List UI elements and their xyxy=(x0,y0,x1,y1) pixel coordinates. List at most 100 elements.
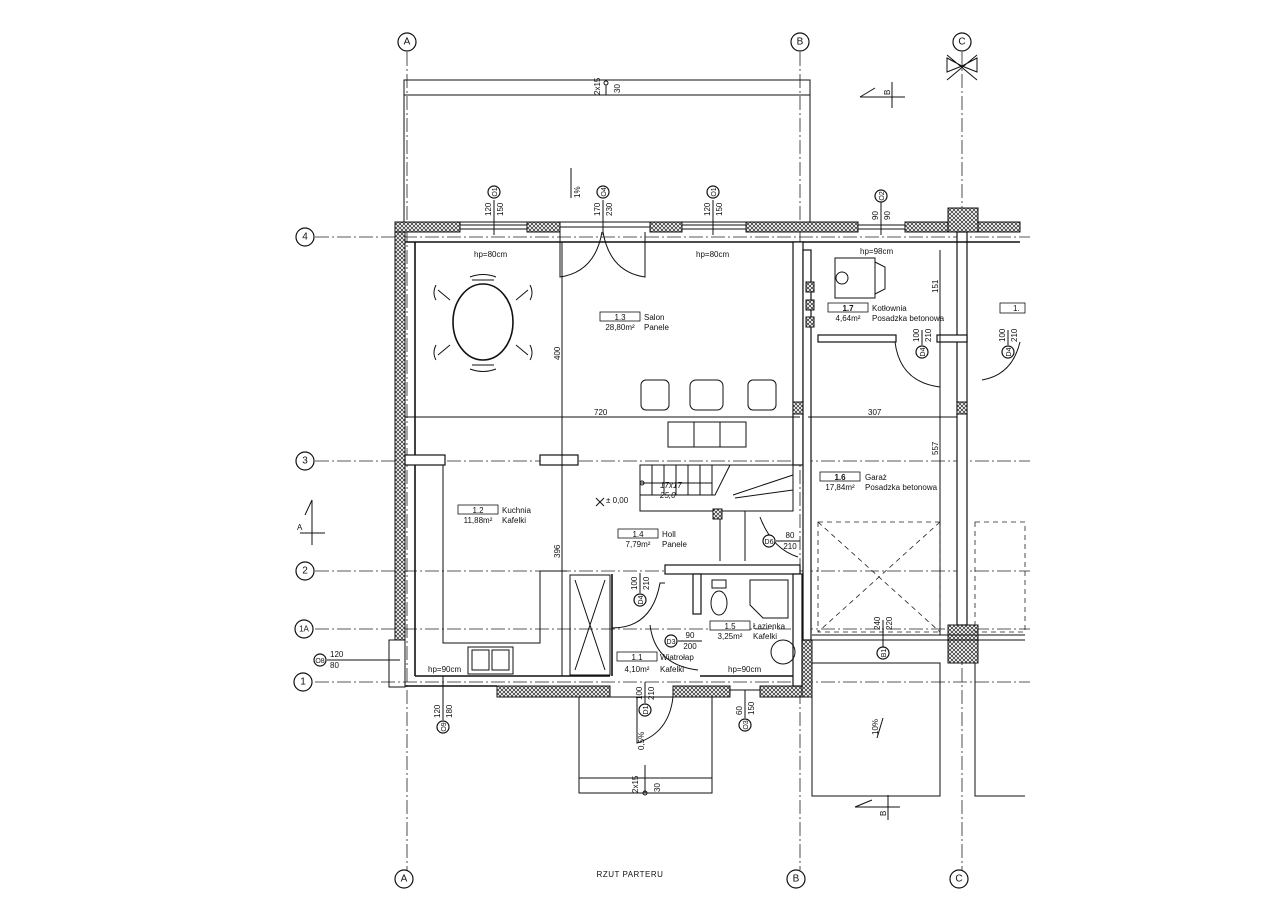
svg-text:4,10m²: 4,10m² xyxy=(625,665,650,674)
svg-text:O2: O2 xyxy=(879,191,886,200)
exterior-walls xyxy=(388,207,1021,698)
svg-text:Panele: Panele xyxy=(644,323,669,332)
room-label-lazienka: 1.5 Łazienka 3,25m² Kafelki xyxy=(709,620,786,641)
opening-tag-o8: O8 120 80 xyxy=(313,650,400,670)
grid-bubble-4: 4 xyxy=(295,227,315,247)
svg-text:Posadzka betonowa: Posadzka betonowa xyxy=(872,314,945,323)
opening-tag-b1: B1 240 220 xyxy=(873,616,894,660)
grid-bubble-2: 2 xyxy=(295,561,315,581)
svg-text:210: 210 xyxy=(1010,328,1019,342)
svg-text:25,0: 25,0 xyxy=(659,491,676,500)
svg-text:D6: D6 xyxy=(765,539,774,546)
grid-bubble-b-bottom: B xyxy=(786,869,806,889)
dimension-kitchen-depth: 396 xyxy=(553,544,562,558)
svg-text:B: B xyxy=(879,811,888,816)
svg-text:D4: D4 xyxy=(638,595,645,604)
dimension-garage-depth: 557 xyxy=(931,441,940,455)
svg-text:80: 80 xyxy=(786,531,795,540)
svg-text:O1: O1 xyxy=(492,187,499,196)
svg-text:1.1: 1.1 xyxy=(631,653,643,662)
svg-text:17x17: 17x17 xyxy=(660,481,682,490)
svg-text:2x15: 2x15 xyxy=(631,775,640,793)
svg-text:A: A xyxy=(401,874,408,885)
grid-bubble-c-bottom: C xyxy=(949,869,969,889)
grid-bubble-a-bottom: A xyxy=(394,869,414,889)
svg-text:Łazienka: Łazienka xyxy=(753,622,786,631)
section-marker-b-bottom: B xyxy=(854,795,900,820)
grid-bubble-3: 3 xyxy=(295,451,315,471)
room-label-salon: 1.3 Salon 28,80m² Panele xyxy=(599,311,669,332)
grid-bubble-c-top: C xyxy=(952,32,972,52)
svg-text:120: 120 xyxy=(703,202,712,216)
opening-tag-o4: O4 170 230 xyxy=(593,185,614,235)
svg-text:7,79m²: 7,79m² xyxy=(626,540,651,549)
svg-text:1A: 1A xyxy=(299,625,309,634)
sill-height-kitchen: hp=90cm xyxy=(428,665,461,674)
svg-text:B1: B1 xyxy=(881,649,888,658)
axis-c-symbol xyxy=(946,54,978,81)
svg-text:120: 120 xyxy=(484,202,493,216)
doors xyxy=(559,231,1021,744)
svg-text:170: 170 xyxy=(593,202,602,216)
room-label-garaz: 1.6 Garaż 17,84m² Posadzka betonowa xyxy=(819,471,938,492)
svg-text:O3: O3 xyxy=(743,720,750,729)
sill-height-bathroom: hp=90cm xyxy=(728,665,761,674)
dimension-salon-depth: 400 xyxy=(553,346,562,360)
svg-text:90: 90 xyxy=(871,211,880,220)
svg-text:120: 120 xyxy=(433,704,442,718)
svg-text:± 0,00: ± 0,00 xyxy=(606,496,629,505)
svg-text:150: 150 xyxy=(747,701,756,715)
svg-text:1.3: 1.3 xyxy=(614,313,626,322)
svg-text:A: A xyxy=(404,37,411,48)
dimension-boiler-depth: 151 xyxy=(931,279,940,293)
room-label-kuchnia: 1.2 Kuchnia 11,88m² Kafelki xyxy=(457,504,531,525)
svg-text:O4: O4 xyxy=(601,187,608,196)
svg-text:10%: 10% xyxy=(871,719,880,735)
dimension-salon-width: 720 xyxy=(594,408,608,417)
svg-text:O9: O9 xyxy=(441,722,448,731)
grid-bubble-1: 1 xyxy=(293,672,313,692)
svg-text:D4: D4 xyxy=(1006,347,1013,356)
sill-height-salon-right: hp=80cm xyxy=(696,250,729,259)
svg-text:11,88m²: 11,88m² xyxy=(464,516,493,525)
svg-text:Garaż: Garaż xyxy=(865,473,887,482)
svg-text:C: C xyxy=(955,874,962,885)
room-label-wiatrolap: 1.1 Wiatrołap 4,10m² Kafelki xyxy=(616,651,694,674)
svg-text:Panele: Panele xyxy=(662,540,687,549)
svg-text:1.6: 1.6 xyxy=(834,473,846,482)
garage-parking xyxy=(812,521,1026,641)
svg-text:3,25m²: 3,25m² xyxy=(718,632,743,641)
dimension-garage-width: 307 xyxy=(868,408,882,417)
room-label-hol: 1.4 Holl 7,79m² Panele xyxy=(617,528,687,549)
grid-bubble-b-top: B xyxy=(790,32,810,52)
sofa xyxy=(667,421,747,448)
grid-bubble-1a: 1A xyxy=(294,619,314,639)
svg-text:210: 210 xyxy=(783,542,797,551)
svg-text:4: 4 xyxy=(302,232,308,243)
opening-tag-o1-left: O1 120 150 xyxy=(484,185,505,235)
svg-text:1.: 1. xyxy=(1013,304,1020,313)
svg-text:210: 210 xyxy=(647,686,656,700)
svg-text:C: C xyxy=(958,37,965,48)
drawing-title: RZUT PARTERU xyxy=(597,870,664,879)
svg-text:D4: D4 xyxy=(920,347,927,356)
svg-text:3: 3 xyxy=(302,456,308,467)
svg-text:Posadzka betonowa: Posadzka betonowa xyxy=(865,483,938,492)
opening-tag-o3: O3 60 150 xyxy=(735,690,756,732)
opening-tag-d3: D3 90 200 xyxy=(664,631,702,651)
opening-tag-d6: D6 80 210 xyxy=(762,531,800,551)
opening-tag-d4-right: D4 100 210 xyxy=(998,328,1019,359)
room-label-kotlownia: 1.7 Kotłownia 4,64m² Posadzka betonowa xyxy=(827,302,945,323)
opening-tag-d1: D1 100 210 xyxy=(635,682,656,717)
svg-text:1: 1 xyxy=(300,677,306,688)
dining-table xyxy=(433,274,533,372)
svg-text:B: B xyxy=(797,37,804,48)
svg-text:O8: O8 xyxy=(315,658,324,665)
svg-text:0,5%: 0,5% xyxy=(637,732,646,750)
svg-text:1.7: 1.7 xyxy=(842,304,854,313)
room-label-partial: 1. xyxy=(999,302,1026,314)
svg-text:200: 200 xyxy=(683,642,697,651)
svg-text:100: 100 xyxy=(998,328,1007,342)
svg-text:Holl: Holl xyxy=(662,530,676,539)
svg-text:100: 100 xyxy=(630,576,639,590)
